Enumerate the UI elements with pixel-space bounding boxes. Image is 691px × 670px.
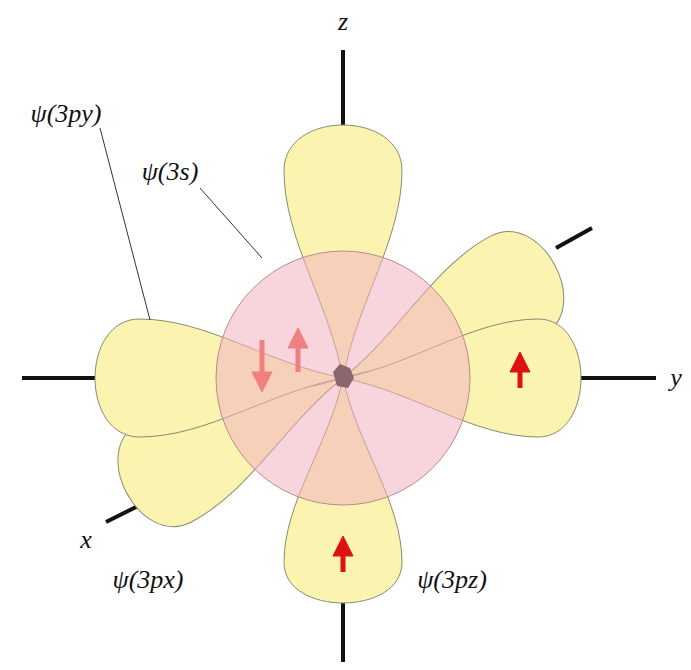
s-orbital-sphere: [216, 251, 470, 505]
axis-label: x: [80, 527, 92, 553]
orbital-label: ψ(3s): [142, 159, 199, 185]
orbital-label: ψ(3px): [112, 567, 183, 593]
nucleus: [333, 364, 354, 388]
spin-arrows: [252, 328, 530, 572]
axis-label: y: [670, 365, 682, 391]
leader-lines: [100, 128, 262, 320]
orbital-label: ψ(3pz): [417, 567, 487, 593]
orbital-label: ψ(3py): [30, 101, 101, 127]
p-orbital-lobes: [95, 125, 581, 603]
axis-label: z: [338, 9, 348, 35]
axis-lines: [22, 50, 656, 662]
